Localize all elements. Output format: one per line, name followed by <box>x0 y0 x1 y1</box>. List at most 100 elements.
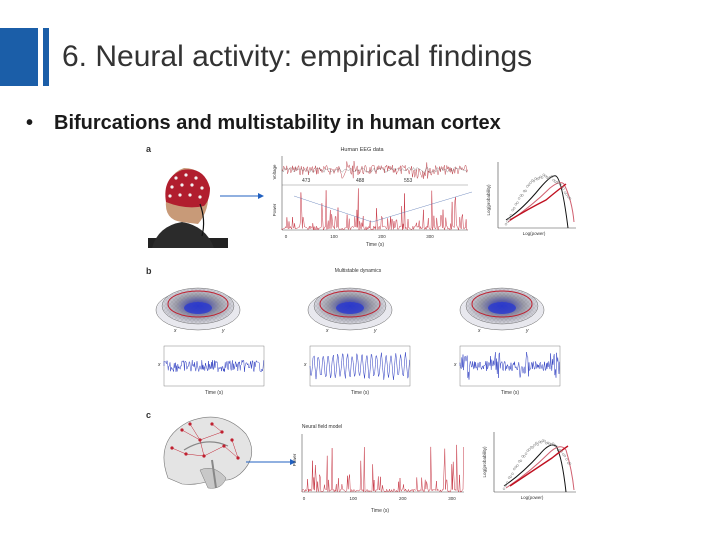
dist-a-xlabel: Log(power) <box>523 231 546 236</box>
timeseries-frame <box>309 345 411 387</box>
dist-point <box>507 476 511 479</box>
neural-field-title: Neural field model <box>302 424 342 430</box>
dist-point <box>531 446 534 449</box>
dist-point <box>537 177 540 180</box>
dist-point <box>553 444 556 447</box>
timeseries-x-label: x <box>303 362 307 368</box>
dist-point <box>544 174 547 178</box>
dist-point <box>529 446 533 449</box>
eeg-marker-label: 553 <box>404 178 413 184</box>
dist-point <box>555 181 559 184</box>
dist-point <box>521 194 524 197</box>
dist-point <box>550 175 554 178</box>
eeg-tick-label: 100 <box>330 234 338 239</box>
dist-point <box>506 220 509 223</box>
dist-c-points <box>502 439 572 490</box>
panel-b-label: b <box>146 266 152 276</box>
eeg-marker-label: 473 <box>302 178 311 184</box>
timeseries-time-label: Time (s) <box>501 390 519 396</box>
eeg-tick-label: 200 <box>378 234 386 239</box>
dist-point <box>516 201 519 204</box>
timeseries-time-label: Time (s) <box>351 390 369 396</box>
dist-point <box>508 217 511 221</box>
dist-point <box>519 459 523 462</box>
timeseries-x-label: x <box>157 362 161 368</box>
eeg-voltage-trace <box>281 161 468 180</box>
dist-a-fit-black <box>505 175 569 229</box>
panel-a-label: a <box>146 144 152 154</box>
dist-point <box>552 179 555 182</box>
dist-point <box>540 441 543 444</box>
dist-point <box>560 450 563 453</box>
bowl-axis-y: y <box>221 328 225 334</box>
bowl-red-ring <box>319 290 381 318</box>
dist-point <box>567 195 570 199</box>
dist-point <box>511 208 514 212</box>
dist-point <box>502 487 506 490</box>
bowl-blue-core <box>336 302 364 314</box>
dist-point <box>514 465 517 469</box>
eeg-power-trace <box>281 188 468 231</box>
dist-point <box>568 462 572 465</box>
eeg-power-label: Power <box>272 203 277 216</box>
bowl-axis-x: x <box>173 328 177 334</box>
dist-point <box>516 464 519 467</box>
panel-c-arrowhead <box>290 459 296 465</box>
brain-network-diagram <box>163 416 253 489</box>
dist-point <box>509 475 512 478</box>
dist-point <box>541 439 545 442</box>
dist-point <box>559 183 562 186</box>
dist-c-fit-red <box>505 446 575 491</box>
field-power-trace <box>301 444 464 493</box>
dist-point <box>545 442 548 445</box>
eeg-title: Human EEG data <box>340 147 384 153</box>
dist-point <box>509 214 513 217</box>
eeg-cap-head-image <box>148 168 228 248</box>
dist-point <box>521 455 524 458</box>
bowl-red-ring <box>167 290 229 318</box>
dist-point <box>504 222 508 226</box>
dist-point <box>560 186 563 189</box>
dist-point <box>562 187 565 190</box>
dist-point <box>522 189 526 193</box>
timeseries-trace <box>459 351 560 380</box>
dist-point <box>533 443 536 447</box>
bowl-red-ring <box>471 290 533 318</box>
dist-point <box>565 193 568 196</box>
dist-point <box>526 449 529 452</box>
dist-a-ylabel: Log(probability) <box>486 184 491 216</box>
dist-point <box>562 453 565 456</box>
bowl-axis-x: x <box>325 328 329 334</box>
bowl-axis-y: y <box>525 328 529 334</box>
bowl-axis-x: x <box>477 328 481 334</box>
field-power-label: Power <box>292 453 297 466</box>
eeg-tick-label: 300 <box>426 234 434 239</box>
field-time-label: Time (s) <box>371 508 389 514</box>
dist-point <box>513 467 516 471</box>
dist-a-fit-red <box>507 182 575 223</box>
dist-c-xlabel: Log(power) <box>521 495 544 500</box>
eeg-voltage-label: Voltage <box>272 164 277 180</box>
dist-point <box>527 183 531 186</box>
dist-point <box>532 179 536 183</box>
eeg-voltage-path-dark <box>281 167 467 173</box>
bowl-axis-y: y <box>373 328 377 334</box>
dist-point <box>513 206 516 210</box>
dist-point <box>529 181 532 184</box>
timeseries-trace <box>163 359 264 373</box>
field-tick-label: 200 <box>399 496 407 501</box>
dist-point <box>519 194 522 197</box>
dist-point <box>523 455 526 458</box>
dist-point <box>526 185 529 188</box>
dist-point <box>524 452 528 455</box>
dist-point <box>538 440 541 444</box>
eeg-zoom-lines <box>293 191 473 223</box>
field-tick-label: 300 <box>448 496 456 501</box>
dist-point <box>528 448 531 451</box>
title-accent-block <box>0 28 38 86</box>
